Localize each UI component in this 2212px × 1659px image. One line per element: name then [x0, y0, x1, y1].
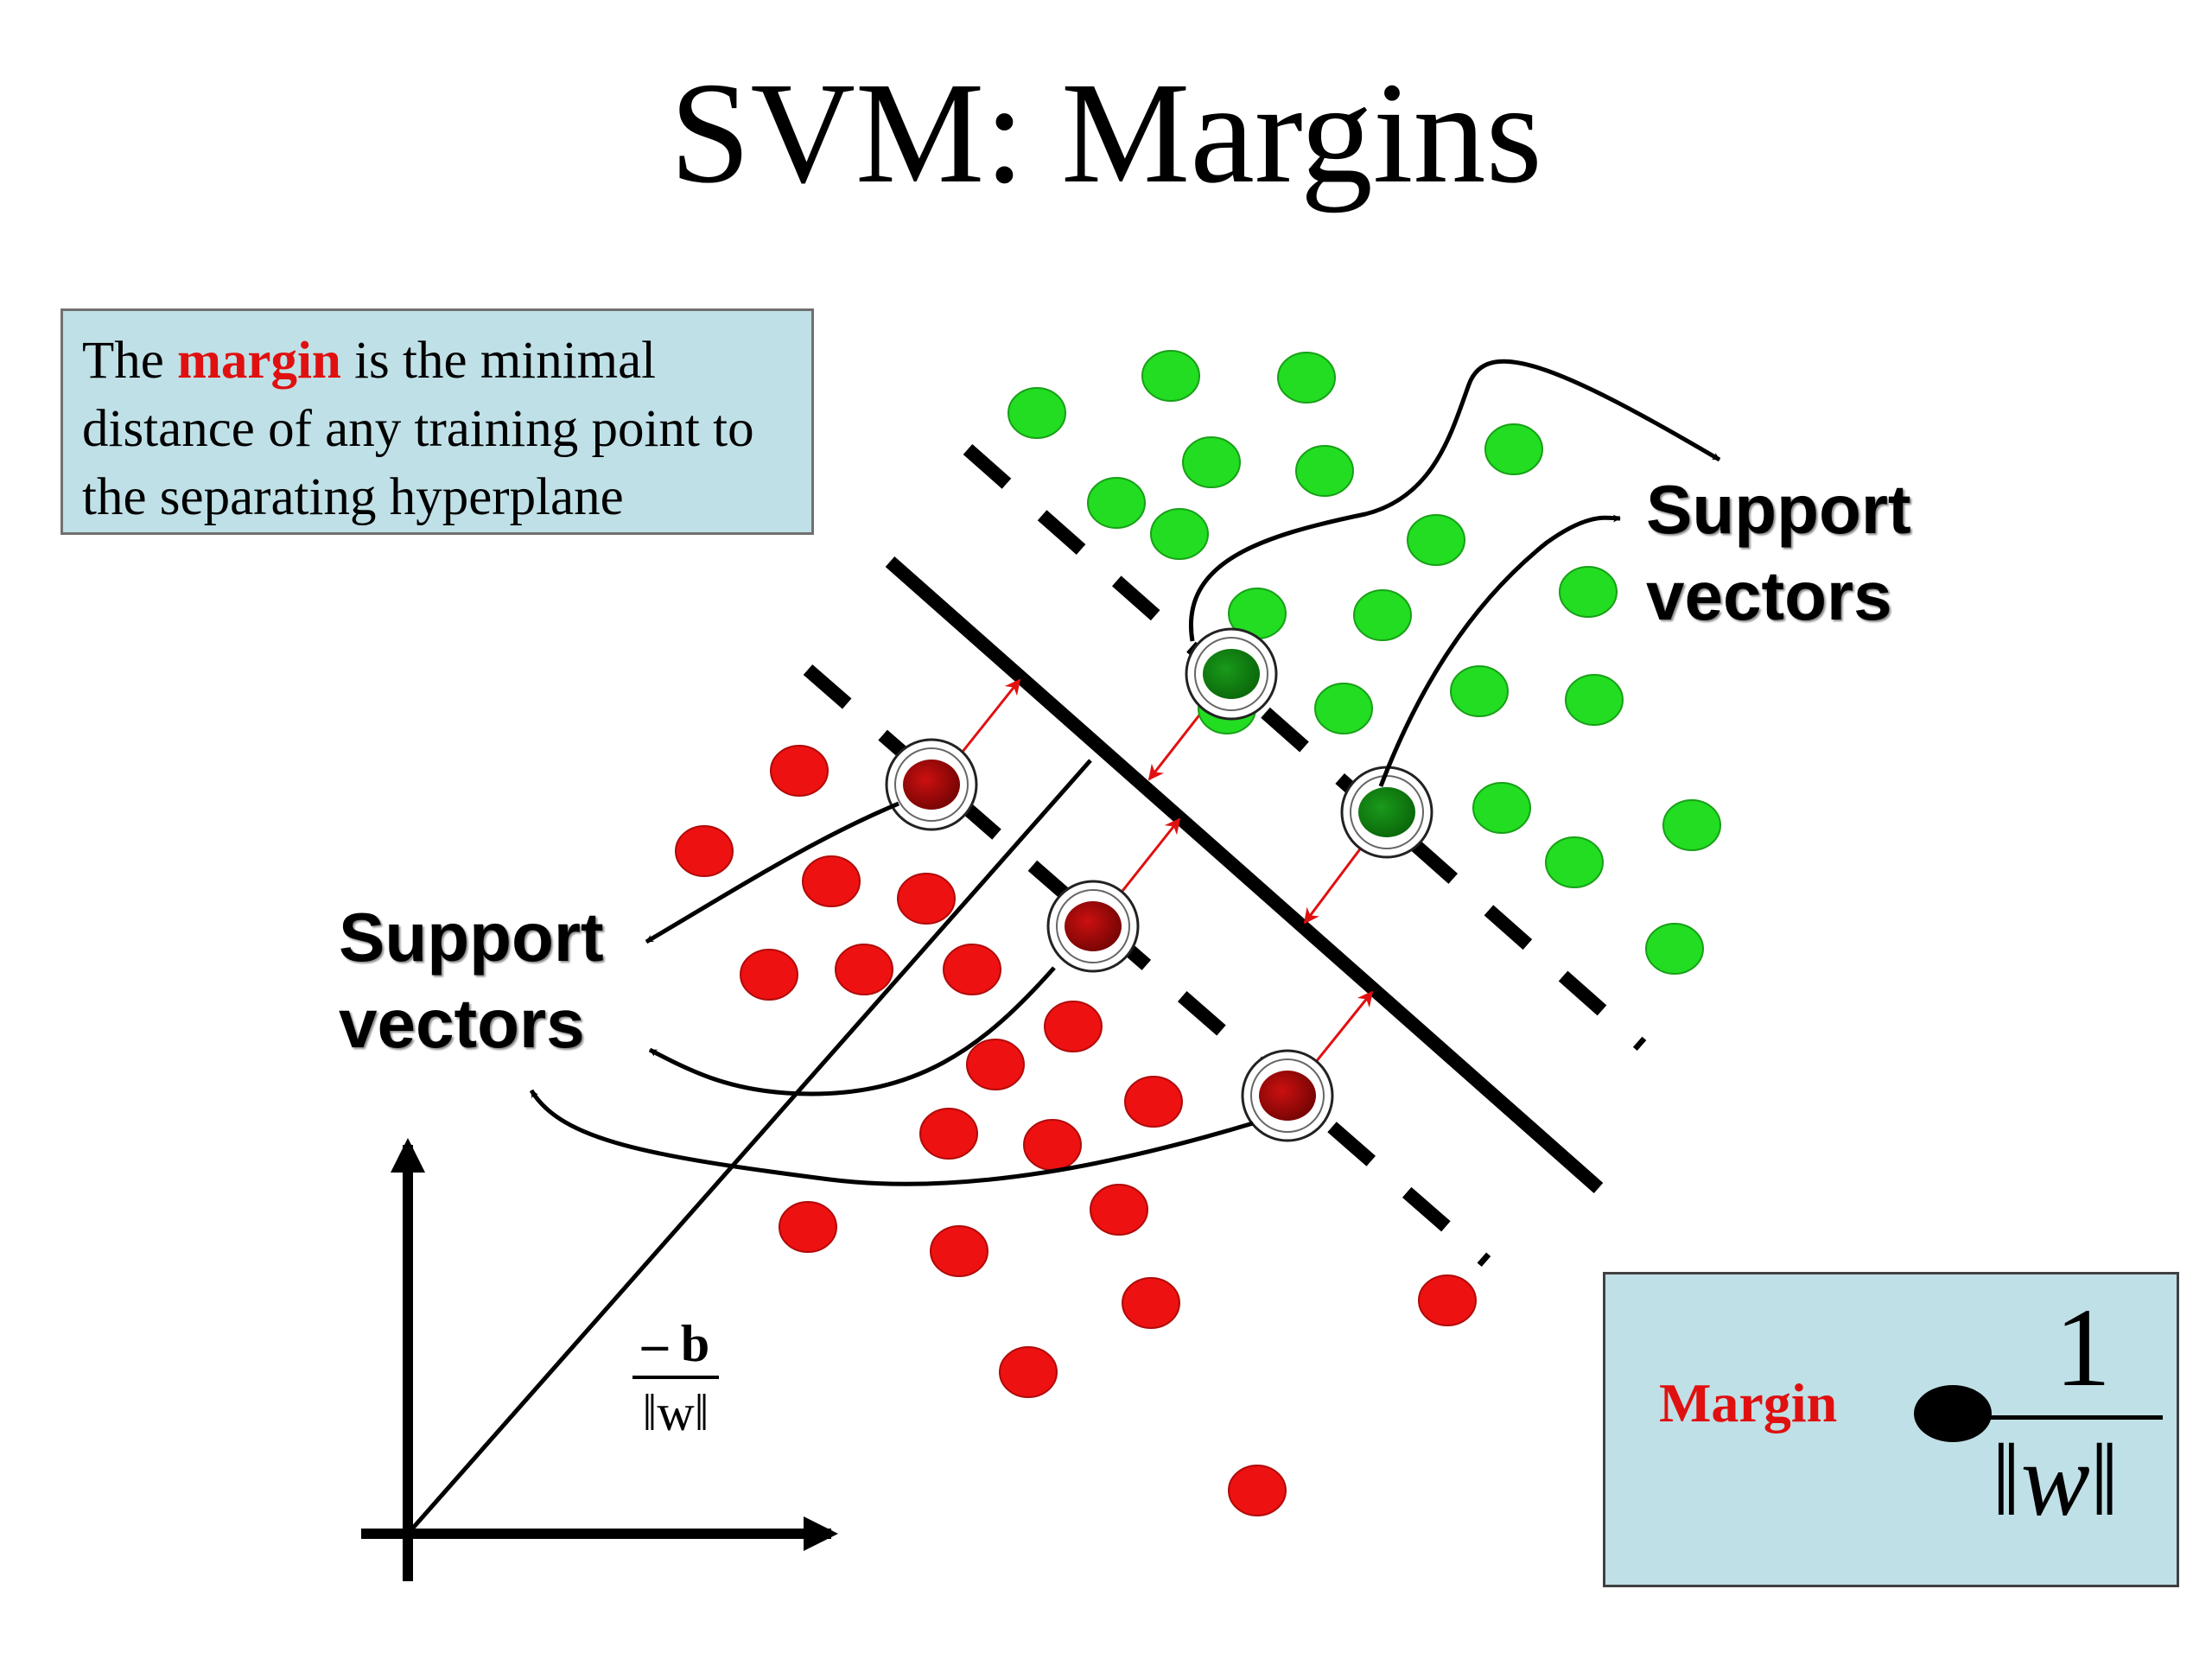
margin-line-positive [963, 444, 1647, 1051]
callout-curve [1189, 359, 1721, 642]
positive-point [1314, 682, 1373, 735]
callout-curve [1378, 514, 1621, 787]
margin-formula-label: Margin [1659, 1372, 1838, 1433]
negative-point [897, 872, 956, 925]
positive-point [1277, 351, 1336, 404]
negative-point [675, 824, 734, 878]
positive-point [1353, 588, 1412, 642]
margin-arrow [950, 678, 1021, 766]
negative-point [919, 1107, 978, 1160]
positive-point [1407, 513, 1465, 567]
negative-point [1023, 1118, 1082, 1172]
bias-line [406, 759, 1092, 1535]
positive-point [1559, 565, 1618, 619]
negative-point [1418, 1274, 1477, 1327]
negative-point [1122, 1276, 1180, 1330]
points-layer [675, 349, 1721, 1517]
negative-point [930, 1224, 988, 1278]
bias-fraction: – b ‖w‖ [632, 1313, 719, 1443]
definition-text-start: The [82, 332, 178, 390]
positive-point [1565, 673, 1624, 727]
negative-point [835, 943, 893, 996]
support-vector-negative [1046, 880, 1140, 973]
callout-curve [529, 1089, 1254, 1186]
negative-point [943, 943, 1001, 996]
margin-arrow [1111, 817, 1181, 905]
negative-point [779, 1200, 837, 1254]
positive-point [1545, 836, 1604, 889]
negative-point [999, 1345, 1058, 1399]
formula-numerator: 1 [2055, 1286, 2111, 1410]
bias-fraction-bar [632, 1376, 719, 1379]
callout-curve [645, 801, 899, 944]
margin-arrow [1303, 835, 1371, 925]
slide-title: SVM: Margins [670, 53, 1542, 213]
positive-point [1662, 798, 1721, 852]
positive-point [1150, 507, 1209, 561]
negative-point [1124, 1075, 1183, 1128]
definition-highlight: margin [177, 332, 341, 390]
positive-point [1295, 444, 1354, 498]
negative-point [966, 1038, 1025, 1091]
positive-point [1182, 435, 1241, 489]
bias-denominator: ‖w‖ [642, 1384, 709, 1441]
separating-hyperplane [885, 556, 1604, 1193]
bullet-dot-icon [1914, 1385, 1992, 1442]
support-vector-layer [885, 627, 1433, 1142]
positive-point [1472, 781, 1531, 835]
formula-denominator: ‖w‖ [1992, 1422, 2120, 1537]
support-vector-negative [1241, 1049, 1334, 1142]
support-vector-positive [1185, 627, 1278, 721]
positive-point [1141, 349, 1200, 403]
negative-point [770, 744, 829, 798]
positive-point [1645, 922, 1704, 976]
formula-fraction-bar [1986, 1415, 2163, 1420]
positive-point [1087, 476, 1146, 530]
callout-curve [648, 966, 1056, 1096]
support-vectors-label-right: Support vectors [1646, 471, 1911, 634]
definition-box: The margin is the minimal distance of an… [60, 308, 814, 535]
support-vectors-label-left: Support vectors [339, 899, 604, 1062]
negative-point [802, 855, 861, 908]
positive-point [1484, 423, 1543, 476]
support-vector-negative [885, 738, 978, 831]
negative-point [1044, 1000, 1103, 1053]
negative-point [1228, 1464, 1287, 1517]
negative-point [1090, 1183, 1148, 1236]
negative-point [740, 948, 798, 1001]
positive-point [1007, 386, 1066, 440]
bias-numerator: – b [641, 1315, 710, 1372]
margin-formula-box: Margin 1 ‖w‖ [1603, 1272, 2179, 1587]
definition-text-end: is the minimal distance of any training … [82, 332, 754, 526]
support-vector-positive [1340, 766, 1433, 859]
positive-point [1450, 664, 1509, 718]
